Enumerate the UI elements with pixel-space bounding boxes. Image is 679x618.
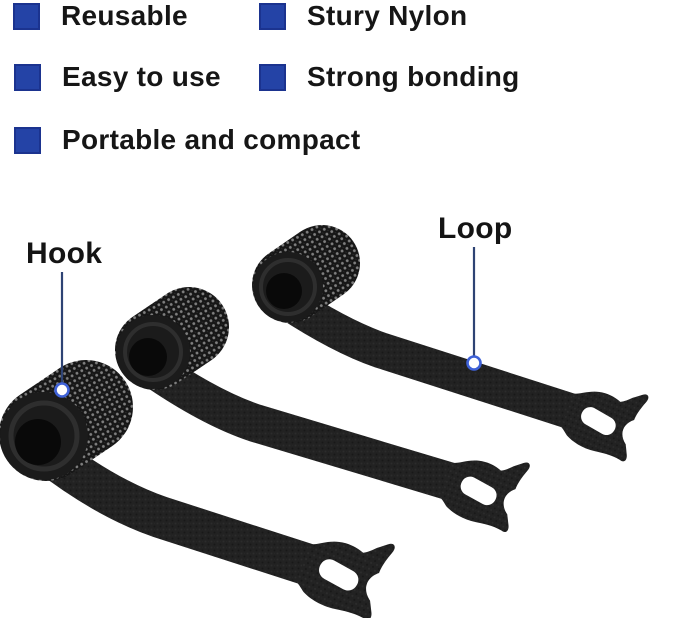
cable-tie-2-hook-roll — [115, 287, 229, 390]
cable-tie-1-loop-strap — [25, 431, 333, 587]
feature-item-reusable: Reusable — [13, 2, 188, 30]
square-bullet-icon — [14, 63, 41, 91]
square-bullet-icon — [259, 2, 286, 30]
loop-callout-label: Loop — [438, 212, 513, 245]
cable-tie-1 — [0, 360, 397, 618]
square-bullet-icon — [259, 63, 286, 91]
hook-callout-label: Hook — [26, 237, 103, 270]
cable-tie-1-buckle-head — [291, 517, 397, 618]
cable-tie-2-buckle-head — [435, 438, 532, 534]
square-bullet-icon — [13, 2, 40, 30]
hook-callout — [54, 272, 70, 398]
feature-label: Easy to use — [62, 61, 221, 92]
feature-label: Strong bonding — [307, 61, 520, 92]
feature-item-sturdy-nylon: Stury Nylon — [259, 2, 467, 30]
feature-item-strong-bonding: Strong bonding — [259, 63, 520, 91]
hook-marker-dot-icon — [54, 382, 70, 398]
loop-marker-dot-icon — [466, 355, 482, 371]
cable-tie-3-buckle-head — [556, 369, 651, 464]
cable-tie-3 — [252, 225, 651, 464]
cable-tie-1-hook-roll — [0, 360, 133, 481]
square-bullet-icon — [14, 126, 41, 154]
feature-label: Stury Nylon — [307, 0, 468, 31]
cable-tie-3-hook-roll — [252, 225, 360, 323]
loop-callout — [466, 247, 482, 371]
feature-item-portable-compact: Portable and compact — [14, 126, 361, 154]
cable-tie-2 — [115, 287, 532, 534]
feature-label: Reusable — [61, 0, 188, 31]
feature-item-easy-to-use: Easy to use — [14, 63, 221, 91]
feature-label: Portable and compact — [62, 124, 361, 155]
cable-tie-2-loop-strap — [133, 349, 474, 502]
cable-tie-3-loop-strap — [270, 284, 594, 431]
